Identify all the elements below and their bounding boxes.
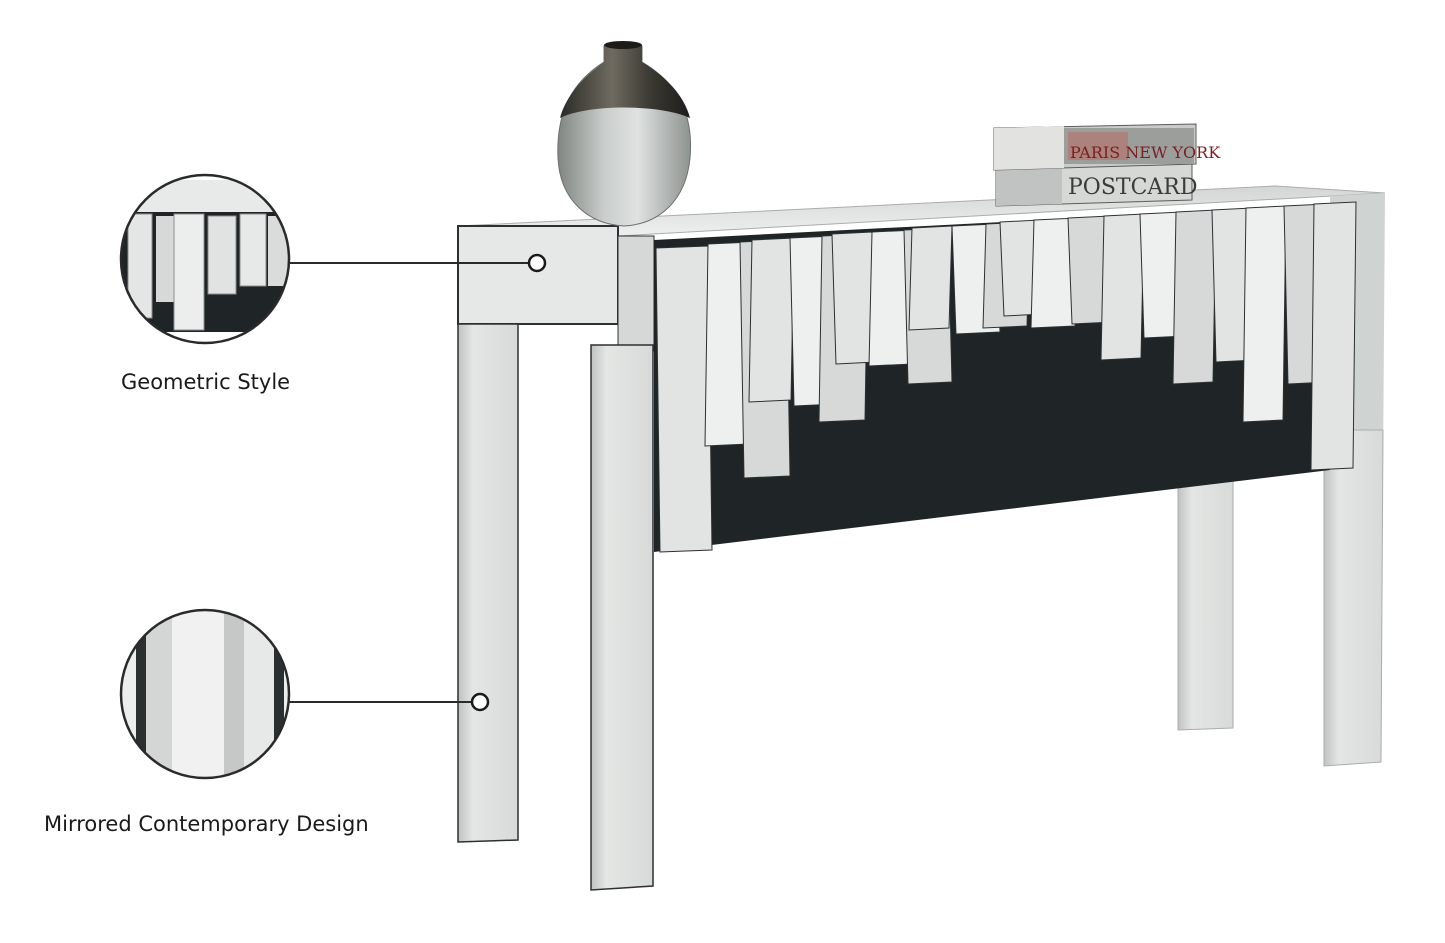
book-bottom-title: POSTCARD — [1068, 175, 1198, 200]
mirror-slat — [1030, 217, 1079, 329]
geometric-slats — [655, 201, 1357, 553]
back-leg-far-right — [1323, 429, 1384, 767]
book-top-title: PARIS NEW YORK — [1070, 143, 1221, 162]
callout-dot-geometric — [527, 253, 547, 273]
vase — [557, 41, 692, 227]
mirror-slat — [908, 225, 953, 331]
front-leg-middle — [590, 344, 654, 891]
mirror-slat — [1242, 205, 1287, 423]
detail-circle-mirrored — [119, 608, 291, 780]
detail-circle-geometric — [119, 173, 291, 345]
mirror-slat — [1100, 213, 1145, 361]
front-box — [457, 225, 619, 325]
mirror-slat — [748, 237, 795, 403]
callout-label-mirrored: Mirrored Contemporary Design — [44, 812, 369, 836]
mirror-slat — [1310, 201, 1357, 471]
books: POSTCARD PARIS NEW YORK — [993, 123, 1221, 207]
front-leg-left — [457, 323, 519, 843]
callout-dot-mirrored — [470, 692, 490, 712]
mirror-slat — [1172, 209, 1217, 385]
mirror-slat — [655, 245, 713, 553]
callout-label-geometric: Geometric Style — [121, 370, 291, 394]
